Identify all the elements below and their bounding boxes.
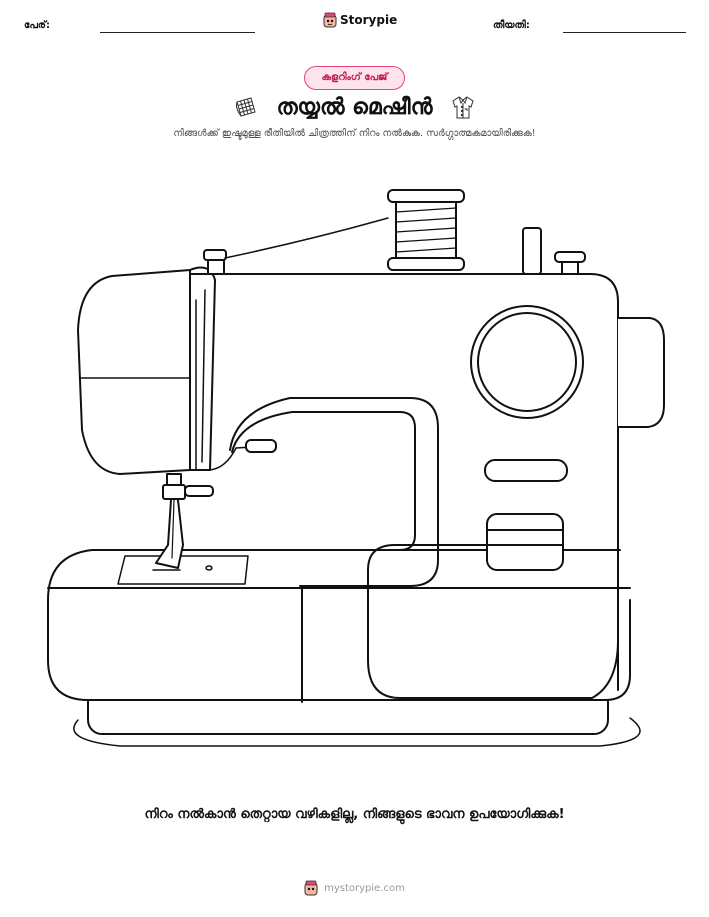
name-line[interactable] [100,32,255,33]
title-row: തയ്യൽ മെഷീൻ [0,92,709,122]
instructions: നിങ്ങൾക്ക് ഇഷ്ടമുള്ള രീതിയിൽ ചിത്രത്തിന്… [173,128,536,139]
encouragement-caption: നിറം നൽകാൻ തെറ്റായ വഴികളില്ല, നിങ്ങളുടെ … [144,807,565,822]
date-line[interactable] [563,32,686,33]
footer-mascot-icon [304,880,318,896]
sewing-machine-drawing [47,189,665,747]
page-title: തയ്യൽ മെഷീൻ [276,94,433,120]
name-label: പേര്: [24,20,50,31]
storypie-logo: Storypie [323,12,397,28]
footer: mystorypie.com [0,880,709,896]
brand-name: Storypie [340,13,398,27]
fabric-icon [235,97,256,117]
coloring-page-badge: കളറിംഗ് പേജ് [304,66,405,90]
shirt-icon [452,96,475,119]
date-label: തീയതി: [493,20,530,31]
footer-link[interactable]: mystorypie.com [324,882,405,894]
storypie-mascot-icon [323,12,337,28]
